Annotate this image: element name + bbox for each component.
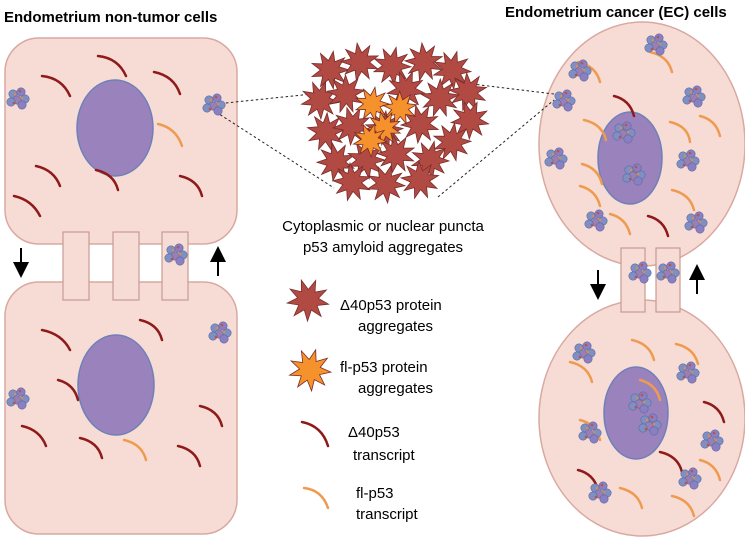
d40p53-aggregate-star xyxy=(372,46,413,87)
d40p53-transcript xyxy=(612,94,636,118)
right-panel-title: Endometrium cancer (EC) cells xyxy=(505,4,727,21)
legend-fl-p53-protein-line1: fl-p53 protein xyxy=(340,359,428,376)
d40p53-aggregate-star xyxy=(432,50,473,91)
d40p53-transcript xyxy=(40,328,72,352)
fl-p53-transcript xyxy=(638,378,662,402)
nucleus-left-bottom xyxy=(77,334,155,436)
d40p53-transcript xyxy=(56,378,80,402)
d40p53-aggregate-star xyxy=(315,142,356,183)
legend-d40p53-protein-line1: Δ40p53 protein xyxy=(340,297,442,314)
legend-fl-star-shape xyxy=(288,348,333,393)
exchange-arrows xyxy=(13,246,705,300)
fl-p53-transcript xyxy=(578,184,602,208)
left-panel-title: Endometrium non-tumor cells xyxy=(4,9,217,26)
nucleus-left-top xyxy=(76,79,154,177)
fl-p53-aggregate-star xyxy=(352,122,389,159)
d40p53-aggregate-star xyxy=(325,73,366,114)
legend-d40p53-star-icon xyxy=(285,278,330,323)
legend-d40p53-transcript-line2: transcript xyxy=(353,447,416,464)
fl-p53-transcript xyxy=(698,114,722,138)
d40p53-aggregate-star xyxy=(366,164,407,205)
d40p53-aggregate-star xyxy=(339,41,380,82)
legend-d40-star-shape xyxy=(285,278,330,323)
fl-p53-transcript xyxy=(608,212,632,236)
legend-fl-p53-transcript-line1: fl-p53 xyxy=(356,485,394,502)
fl-p53-transcript xyxy=(674,342,700,366)
d40p53-aggregate-star xyxy=(447,71,488,112)
cell-junctions-left xyxy=(62,231,189,301)
d40p53-aggregate-star xyxy=(420,77,461,118)
d40p53-transcript xyxy=(658,450,684,474)
d40p53-transcript xyxy=(178,174,204,198)
d40p53-aggregate-star xyxy=(310,50,351,90)
legend-d40p53-transcript-line1: Δ40p53 xyxy=(348,424,400,441)
d40p53-aggregate-star xyxy=(375,133,416,174)
d40p53-transcript xyxy=(702,400,726,424)
d40p53-aggregate-star xyxy=(399,159,440,200)
d40p53-aggregate-star xyxy=(403,41,444,82)
fl-p53-transcript xyxy=(630,338,656,362)
d40p53-transcript xyxy=(20,424,48,448)
d40p53-transcript xyxy=(40,74,72,98)
nucleus-right-bottom xyxy=(603,366,669,460)
legend-fl-p53-protein-line2: aggregates xyxy=(358,380,433,397)
legend-fl-p53-star-icon xyxy=(288,348,333,393)
legend-d40p53-transcript-icon xyxy=(300,420,330,448)
d40p53-aggregate-star xyxy=(331,161,372,202)
legend-fl-p53-transcript-line2: transcript xyxy=(356,506,419,523)
d40p53-aggregate-star xyxy=(306,111,347,152)
fl-p53-transcript xyxy=(156,122,184,148)
fl-p53-transcript xyxy=(698,458,722,482)
fl-p53-transcript xyxy=(582,118,608,142)
d40p53-transcript xyxy=(12,194,42,218)
fl-p53-transcript xyxy=(122,438,148,462)
fl-p53-transcript xyxy=(580,162,604,186)
d40p53-aggregate-star xyxy=(449,100,490,141)
d40p53-transcript xyxy=(176,444,202,468)
caption-line-1: Cytoplasmic or nuclear puncta xyxy=(282,218,484,235)
fl-p53-transcript xyxy=(648,50,674,74)
fl-p53-transcript xyxy=(668,120,692,144)
d40p53-transcript xyxy=(138,318,164,342)
p53-aggregate-cluster xyxy=(300,41,490,205)
transcripts-layer xyxy=(12,50,726,518)
cancer-cell-top xyxy=(538,21,745,267)
callout-lines xyxy=(215,83,555,198)
d40p53-aggregate-star xyxy=(300,80,341,121)
d40p53-transcript xyxy=(198,404,224,428)
non-tumor-cell-bottom xyxy=(4,281,238,535)
fl-p53-transcript xyxy=(670,188,696,212)
fl-p53-transcript xyxy=(568,360,594,384)
d40p53-transcript xyxy=(152,70,182,96)
d40p53-transcript xyxy=(78,436,104,460)
legend: Δ40p53 protein aggregates fl-p53 protein… xyxy=(285,278,442,523)
d40p53-transcript xyxy=(34,164,62,188)
d40p53-transcript xyxy=(94,168,120,192)
d40p53-transcript xyxy=(646,214,670,238)
fl-p53-aggregate-star xyxy=(381,89,418,126)
d40p53-transcript xyxy=(96,54,128,78)
fl-p53-transcript xyxy=(618,486,644,510)
caption-line-2: p53 amyloid aggregates xyxy=(303,239,463,256)
legend-d40p53-protein-line2: aggregates xyxy=(358,318,433,335)
legend-fl-p53-transcript-icon xyxy=(302,486,330,510)
fl-p53-transcript xyxy=(670,494,696,518)
